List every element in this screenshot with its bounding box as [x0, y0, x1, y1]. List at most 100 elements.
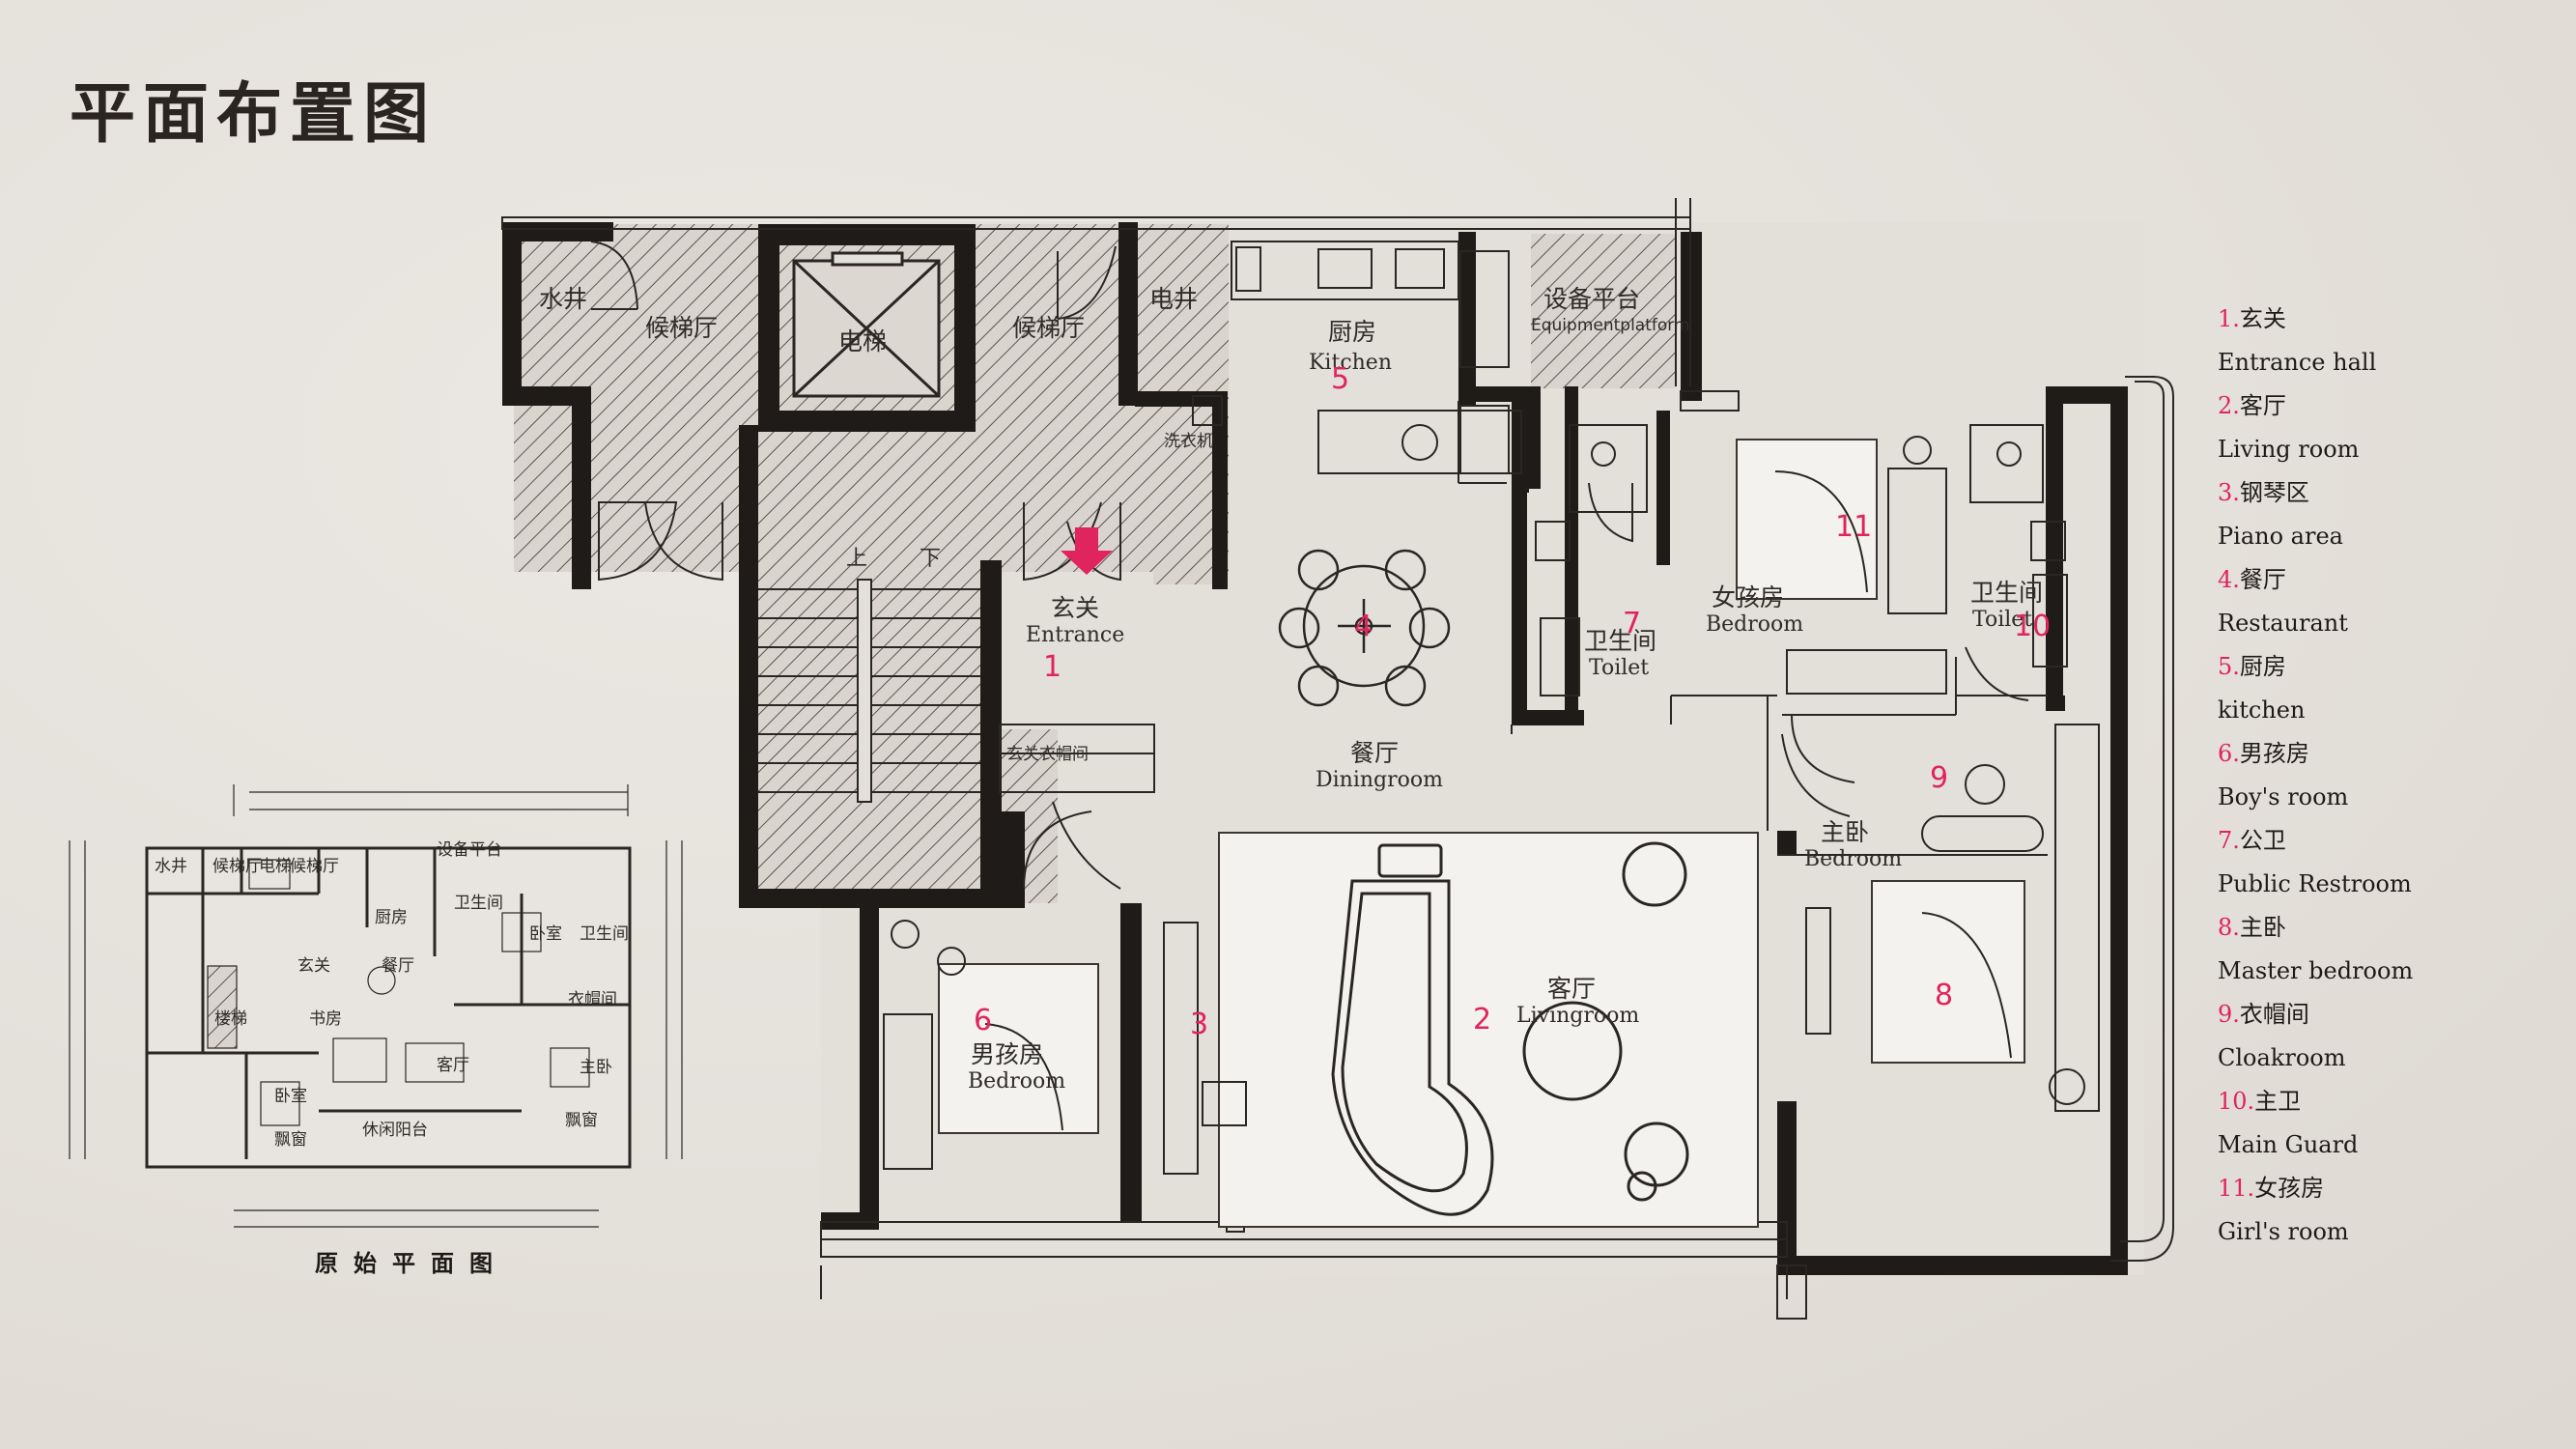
- legend-item-8-en: Master bedroom: [2218, 957, 2414, 984]
- marker-2: 2: [1473, 1003, 1491, 1037]
- legend-item-8-cn: 8.主卧: [2218, 906, 2546, 950]
- toilet-fixtures: [1535, 424, 2068, 696]
- door-swings: [590, 241, 2029, 890]
- legend-label-cn: 餐厅: [2239, 566, 2286, 593]
- marker-8: 8: [1935, 979, 1953, 1012]
- page-title: 平面布置图: [70, 75, 438, 153]
- legend-number: 8.: [2218, 914, 2240, 941]
- legend-item-1-en: Entrance hall: [2218, 349, 2377, 376]
- master-bed: [1871, 880, 2025, 1064]
- orig-label-stair: 楼梯: [214, 1009, 247, 1029]
- kitchen-counters: [1231, 241, 1522, 474]
- orig-label-lift1: 候梯厅: [212, 857, 262, 876]
- marker-3: 3: [1190, 1008, 1208, 1041]
- orig-label-leisure: 休闲阳台: [362, 1121, 428, 1140]
- legend-item-11-cn: 11.女孩房: [2218, 1167, 2546, 1210]
- legend-label-cn: 厨房: [2239, 653, 2286, 680]
- legend-number: 1.: [2218, 305, 2240, 332]
- label-living-cn: 客厅: [1547, 975, 1596, 1003]
- girl-bed: [1736, 439, 1878, 600]
- legend-item-9-en: Cloakroom: [2218, 1044, 2346, 1071]
- stair-flights: [758, 579, 980, 803]
- legend-label-cn: 主卧: [2239, 914, 2286, 941]
- legend-label-cn: 主卫: [2254, 1088, 2302, 1115]
- orig-label-master: 主卧: [580, 1058, 612, 1077]
- marker-5: 5: [1331, 362, 1349, 396]
- label-living-en: Livingroom: [1516, 1004, 1639, 1028]
- label-stair-down: 下: [920, 547, 941, 571]
- legend-item-3-en: Piano area: [2218, 523, 2343, 550]
- orig-label-study: 书房: [309, 1009, 342, 1029]
- label-equipment-cn: 设备平台: [1543, 285, 1640, 313]
- orig-label-toilet1: 卫生间: [454, 894, 503, 913]
- label-electric-well: 电井: [1149, 285, 1198, 313]
- equipment-hatch: [1531, 234, 1676, 388]
- legend-label-cn: 公卫: [2239, 827, 2286, 854]
- legend-item-6-cn: 6.男孩房: [2218, 732, 2546, 776]
- orig-label-window: 飘窗: [274, 1130, 307, 1150]
- boy-room-furniture: [883, 920, 1247, 1175]
- label-cloak-entry: 玄关衣帽间: [1006, 745, 1089, 764]
- legend-number: 3.: [2218, 479, 2240, 506]
- legend-number: 4.: [2218, 566, 2240, 593]
- orig-label-toilet2: 卫生间: [580, 924, 629, 944]
- legend-number: 9.: [2218, 1001, 2240, 1028]
- legend-item-1-cn: 1.玄关: [2218, 298, 2546, 341]
- legend-item-10-en: Main Guard: [2218, 1131, 2359, 1158]
- legend-item-2-cn: 2.客厅: [2218, 384, 2546, 428]
- marker-11: 11: [1835, 510, 1872, 544]
- legend-item-3-cn: 3.钢琴区: [2218, 471, 2546, 515]
- legend-item-4-en: Restaurant: [2218, 610, 2348, 637]
- legend-item-5-en: kitchen: [2218, 696, 2306, 724]
- orig-label-equip: 设备平台: [437, 840, 502, 860]
- legend-label-cn: 玄关: [2239, 305, 2286, 332]
- label-master-en: Bedroom: [1804, 847, 1902, 871]
- label-stair-up: 上: [846, 547, 867, 571]
- label-elevator: 电梯: [838, 327, 887, 355]
- label-toilet-pub-cn: 卫生间: [1584, 627, 1656, 655]
- label-kitchen-en: Kitchen: [1309, 351, 1392, 375]
- legend-number: 11.: [2218, 1175, 2255, 1202]
- legend-number: 7.: [2218, 827, 2240, 854]
- dining-table: [1278, 549, 1451, 707]
- orig-label-lift2: 候梯厅: [290, 857, 339, 876]
- label-washer: 洗衣机: [1164, 432, 1213, 451]
- orig-label-living: 客厅: [437, 1056, 469, 1075]
- label-dining-cn: 餐厅: [1350, 739, 1399, 767]
- legend-number: 5.: [2218, 653, 2240, 680]
- outline-lines: [501, 198, 2174, 1320]
- room-number-markers: 1 2 3 4 5 6 7 8 9 10 11: [974, 362, 2051, 1041]
- orig-label-bedroom1: 卧室: [529, 924, 562, 944]
- entrance-arrow-icon: [1061, 527, 1113, 575]
- label-water-well: 水井: [539, 285, 587, 313]
- living-rug: [1218, 832, 1759, 1228]
- marker-9: 9: [1930, 761, 1948, 795]
- legend-label-cn: 男孩房: [2239, 740, 2309, 767]
- boy-bed: [938, 963, 1099, 1134]
- label-boy-cn: 男孩房: [971, 1040, 1043, 1068]
- marker-10: 10: [2014, 610, 2051, 643]
- original-plan-caption: 原始平面图: [315, 1250, 508, 1277]
- girl-room-furniture: [1774, 436, 1947, 695]
- room-labels: 水井 候梯厅 电梯 候梯厅 电井 厨房 Kitchen 设备平台 Equipme…: [539, 285, 2043, 1094]
- orig-label-kitchen: 厨房: [375, 908, 408, 927]
- legend-number: 6.: [2218, 740, 2240, 767]
- label-entrance-en: Entrance: [1026, 623, 1124, 647]
- legend-item-4-cn: 4.餐厅: [2218, 558, 2546, 602]
- elevator-shaft: [792, 251, 941, 398]
- legend-item-7-cn: 7.公卫: [2218, 819, 2546, 863]
- label-toilet-pub-en: Toilet: [1589, 656, 1649, 680]
- legend-item-6-en: Boy's room: [2218, 783, 2349, 810]
- sofa: [1331, 841, 1689, 1216]
- label-equipment-en: Equipmentplatform: [1531, 316, 1690, 335]
- legend-item-11-en: Girl's room: [2218, 1218, 2349, 1245]
- label-lift-hall-left: 候梯厅: [645, 314, 718, 342]
- legend-item-5-cn: 5.厨房: [2218, 645, 2546, 689]
- label-entrance-cn: 玄关: [1051, 594, 1099, 622]
- marker-6: 6: [974, 1004, 992, 1037]
- orig-label-elev: 电梯: [259, 857, 292, 876]
- legend-label-cn: 钢琴区: [2239, 479, 2309, 506]
- orig-label-cloak: 衣帽间: [568, 990, 617, 1009]
- legend-number: 2.: [2218, 392, 2240, 419]
